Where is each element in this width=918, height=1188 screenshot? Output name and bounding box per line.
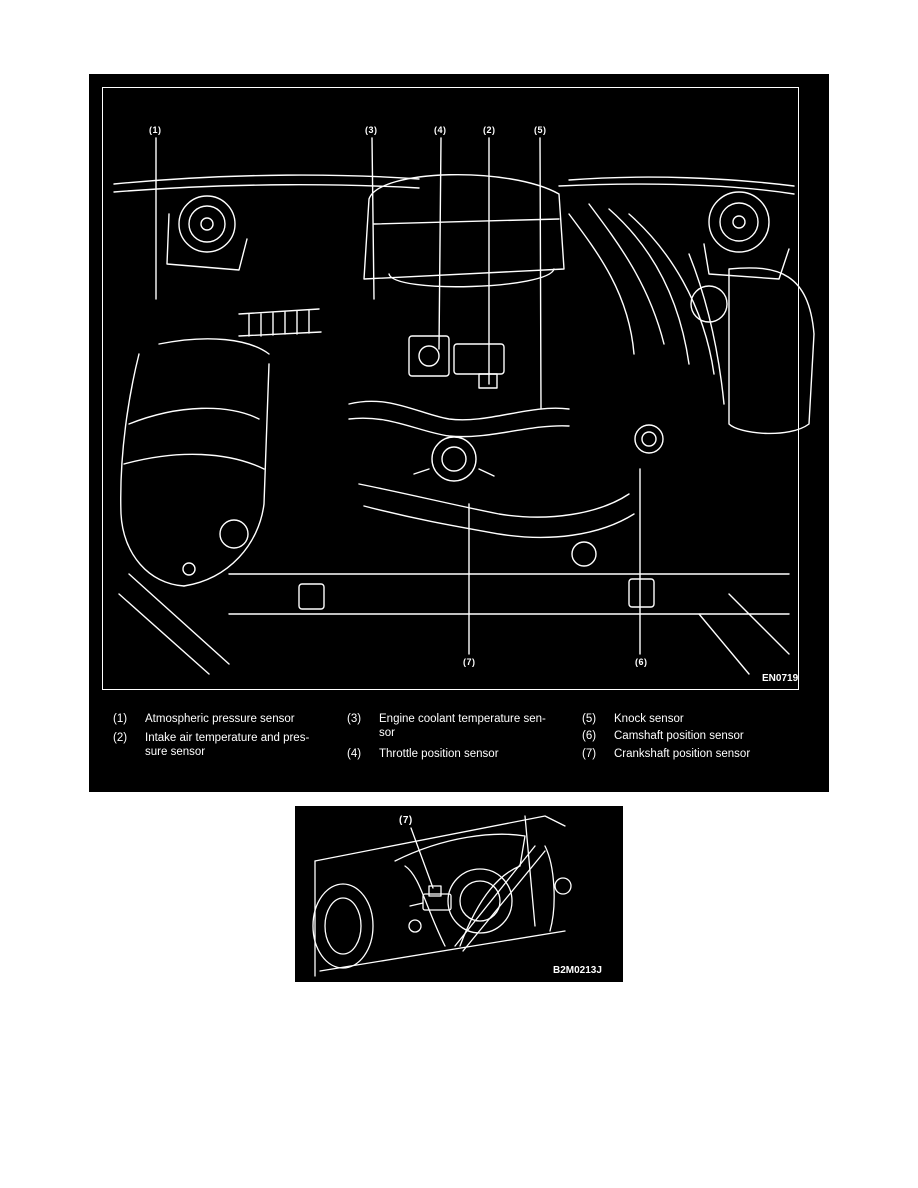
callout-3: (3) — [365, 125, 378, 135]
legend-item-3: (3) Engine coolant temperature sen- sor — [347, 712, 557, 746]
legend-number: (4) — [347, 748, 362, 760]
callout-4: (4) — [434, 125, 447, 135]
legend-text: Throttle position sensor — [379, 748, 499, 760]
legend-text: Intake air temperature and pres- sure se… — [145, 732, 310, 758]
legend-number: (3) — [347, 713, 362, 725]
legend-text: Crankshaft position sensor — [614, 748, 751, 760]
legend-number: (2) — [113, 732, 128, 744]
legend-item-2: (2) Intake air temperature and pres- sur… — [113, 731, 323, 765]
callout-2: (2) — [483, 125, 496, 135]
crankshaft-sensor-detail-figure: (7) B2M0213J — [295, 806, 623, 982]
legend-item-6: (6) Camshaft position sensor — [582, 729, 792, 745]
callout-6: (6) — [635, 657, 648, 667]
legend-item-4: (4) Throttle position sensor — [347, 747, 557, 763]
legend-text: Engine coolant temperature sen- sor — [379, 713, 546, 739]
legend-number: (5) — [582, 713, 597, 725]
callout-1: (1) — [149, 125, 162, 135]
legend-number: (1) — [113, 713, 128, 725]
figure-code: EN0719 — [762, 673, 799, 684]
engine-bay-figure: (1) (3) (4) (2) (5) (7) (6) EN0719 (1) A… — [89, 74, 829, 792]
legend-text: Atmospheric pressure sensor — [145, 713, 295, 725]
legend-item-1: (1) Atmospheric pressure sensor — [113, 712, 323, 728]
legend-number: (7) — [582, 748, 597, 760]
detail-callout-7: (7) — [399, 815, 413, 826]
engine-bay-illustration — [113, 137, 815, 675]
legend-text: Knock sensor — [614, 713, 684, 725]
legend-item-5: (5) Knock sensor — [582, 712, 792, 728]
crankshaft-sensor-illustration — [312, 815, 572, 977]
legend-text: Camshaft position sensor — [614, 730, 744, 742]
callout-5: (5) — [534, 125, 547, 135]
figure-frame — [102, 87, 799, 690]
detail-figure-code: B2M0213J — [553, 965, 602, 976]
legend-item-7: (7) Crankshaft position sensor — [582, 747, 792, 763]
legend-number: (6) — [582, 730, 597, 742]
callout-7: (7) — [463, 657, 476, 667]
